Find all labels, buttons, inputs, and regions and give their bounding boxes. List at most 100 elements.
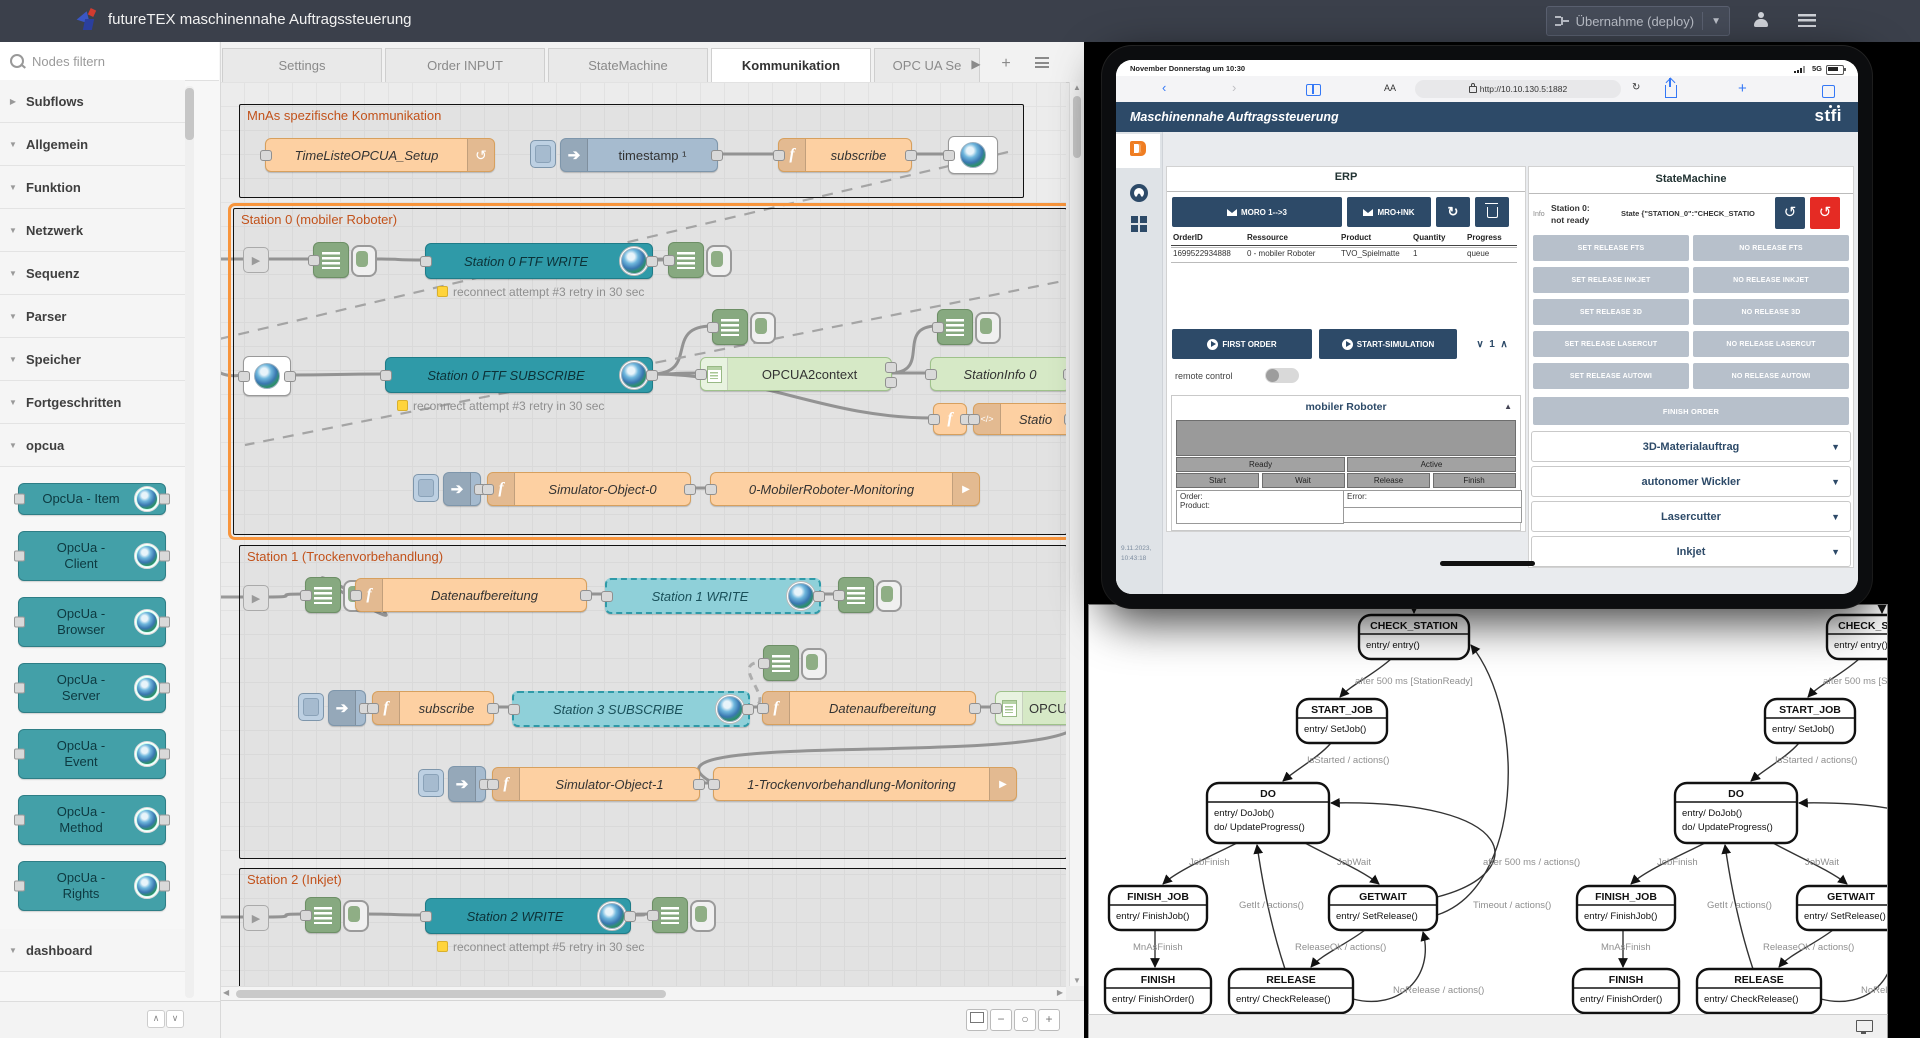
node-opcua2context[interactable]: OPCUA2context <box>695 357 897 391</box>
node-stationinfo-0[interactable]: StationInfo 0 <box>925 357 1066 391</box>
release-button[interactable]: SET RELEASE FTS <box>1533 235 1689 261</box>
palette-category-opcua[interactable]: ▼opcua <box>0 424 185 467</box>
forward-button[interactable]: › <box>1232 80 1237 95</box>
palette-category-fortgeschritten[interactable]: ▼Fortgeschritten <box>0 381 185 424</box>
deploy-button[interactable]: Übernahme (deploy) ▼ <box>1545 6 1730 36</box>
palette-node-rights[interactable]: OpcUa -Rights <box>14 861 170 911</box>
tab-settings[interactable]: Settings <box>222 48 382 82</box>
canvas-vertical-scrollbar[interactable]: ▲▼ <box>1069 82 1084 986</box>
palette-category-sequenz[interactable]: ▼Sequenz <box>0 252 185 295</box>
node-fnsmall[interactable]: f <box>928 403 972 435</box>
node-timelisteopcua-setup[interactable]: TimeListeOPCUA_Setup↺ <box>260 138 495 172</box>
reload-button[interactable]: ↻ <box>1632 82 1641 93</box>
wire[interactable] <box>362 912 426 917</box>
node-station-0-ftf-write[interactable]: Station 0 FTF WRITE <box>420 243 658 279</box>
dropdown-3d-materialauftrag[interactable]: 3D-Materialauftrag▼ <box>1531 431 1851 462</box>
hard-reset-button[interactable]: ↺ <box>1810 197 1840 229</box>
wire[interactable] <box>697 707 1066 785</box>
trash-button[interactable] <box>1475 197 1509 227</box>
inject-button[interactable] <box>298 693 324 721</box>
palette-category-funktion[interactable]: ▼Funktion <box>0 166 185 209</box>
release-button[interactable]: SET RELEASE LASERCUT <box>1533 331 1689 357</box>
node-statio[interactable]: </>Statio <box>968 403 1066 435</box>
reader-button[interactable]: AA <box>1384 83 1397 93</box>
palette-node-browser[interactable]: OpcUa -Browser <box>14 597 170 647</box>
remote-control-toggle[interactable] <box>1265 368 1299 383</box>
debug-toggle-button[interactable] <box>706 245 732 277</box>
erp-order-button-1[interactable]: FIRST ORDER <box>1172 329 1312 359</box>
node-inject[interactable]: ➔ <box>443 472 486 506</box>
dropdown-autonomer-wickler[interactable]: autonomer Wickler▼ <box>1531 466 1851 497</box>
robot-substate-cell[interactable]: Release <box>1347 473 1430 488</box>
monitor-icon[interactable] <box>1856 1020 1873 1034</box>
robot-substate-cell[interactable]: Wait <box>1261 473 1345 488</box>
palette-node-server[interactable]: OpcUa -Server <box>14 663 170 713</box>
palette-category-subflows[interactable]: ▶Subflows <box>0 80 185 123</box>
quantity-stepper[interactable]: ∨ 1 ∧ <box>1467 339 1517 350</box>
zoom-out-button[interactable]: − <box>990 1009 1012 1031</box>
palette-node-item[interactable]: OpcUa - Item <box>14 483 170 515</box>
node-opcu[interactable]: OPCU <box>990 691 1066 725</box>
palette-category-dashboard[interactable]: ▼dashboard <box>0 929 185 972</box>
node-0-mobilerroboter-monitoring[interactable]: 0-MobilerRoboter-Monitoring▶ <box>705 472 980 506</box>
debug-toggle-button[interactable] <box>351 245 377 277</box>
wire[interactable] <box>650 324 713 376</box>
debug-toggle-button[interactable] <box>975 312 1001 344</box>
wire[interactable] <box>745 660 764 709</box>
palette-node-client[interactable]: OpcUa -Client <box>14 531 170 581</box>
release-button[interactable]: NO RELEASE INKJET <box>1693 267 1849 293</box>
back-button[interactable]: ‹ <box>1162 80 1167 95</box>
new-tab-button[interactable]: + <box>1738 80 1747 97</box>
tab-opc-ua-se[interactable]: OPC UA Se <box>874 48 980 82</box>
release-button[interactable]: SET RELEASE 3D <box>1533 299 1689 325</box>
main-menu-button[interactable] <box>1790 6 1824 34</box>
reset-button[interactable]: ↺ <box>1775 197 1805 229</box>
node-opcicon[interactable] <box>238 356 296 396</box>
node-station-2-write[interactable]: Station 2 WRITE <box>420 898 636 934</box>
bookmarks-button[interactable] <box>1306 84 1321 99</box>
debug-node[interactable] <box>308 242 349 278</box>
tab-kommunikation[interactable]: Kommunikation <box>711 48 871 82</box>
palette-category-parser[interactable]: ▼Parser <box>0 295 185 338</box>
share-button[interactable] <box>1665 78 1677 101</box>
collapse-all-button[interactable]: ∧ <box>147 1010 165 1028</box>
link-node[interactable]: ▶ <box>243 247 269 273</box>
user-button[interactable] <box>1744 6 1778 34</box>
node-inject[interactable]: ➔ <box>448 766 491 802</box>
wire[interactable] <box>266 912 306 919</box>
debug-node[interactable] <box>758 645 799 681</box>
debug-node[interactable] <box>663 242 704 278</box>
node-station-0-ftf-subscribe[interactable]: Station 0 FTF SUBSCRIBE <box>380 357 658 393</box>
tabs-button[interactable] <box>1822 82 1838 101</box>
dashboard-gauge-icon[interactable] <box>1130 184 1148 202</box>
inject-button[interactable] <box>530 140 556 168</box>
home-indicator[interactable] <box>1440 561 1535 566</box>
debug-node[interactable] <box>647 897 688 933</box>
node-1-trockenvorbehandlung-monitoring[interactable]: 1-Trockenvorbehandlung-Monitoring▶ <box>708 767 1017 801</box>
robot-substate-cell[interactable]: Finish <box>1432 473 1516 488</box>
debug-toggle-button[interactable] <box>876 580 902 612</box>
inject-button[interactable] <box>418 769 444 797</box>
wire[interactable] <box>266 592 306 599</box>
debug-node[interactable] <box>300 577 341 613</box>
robot-substate-cell[interactable]: Start <box>1176 473 1259 488</box>
palette-category-allgemein[interactable]: ▼Allgemein <box>0 123 185 166</box>
debug-node[interactable] <box>932 309 973 345</box>
release-button[interactable]: NO RELEASE FTS <box>1693 235 1849 261</box>
address-bar[interactable]: http://10.10.130.5:1882 <box>1415 80 1621 98</box>
grid-icon[interactable] <box>1131 216 1147 232</box>
palette-node-event[interactable]: OpcUa -Event <box>14 729 170 779</box>
erp-order-button-2[interactable]: START-SIMULATION <box>1319 329 1457 359</box>
palette-node-method[interactable]: OpcUa -Method <box>14 795 170 845</box>
node-station-1-write[interactable]: Station 1 WRITE <box>601 578 825 614</box>
expand-all-button[interactable]: ∨ <box>166 1010 184 1028</box>
node-inject[interactable]: ➔ <box>328 690 371 726</box>
debug-node[interactable] <box>300 897 341 933</box>
palette-scrollbar[interactable] <box>185 86 194 998</box>
release-button[interactable]: NO RELEASE LASERCUT <box>1693 331 1849 357</box>
add-flow-button[interactable]: + <box>1001 55 1011 72</box>
wire[interactable] <box>650 257 669 262</box>
